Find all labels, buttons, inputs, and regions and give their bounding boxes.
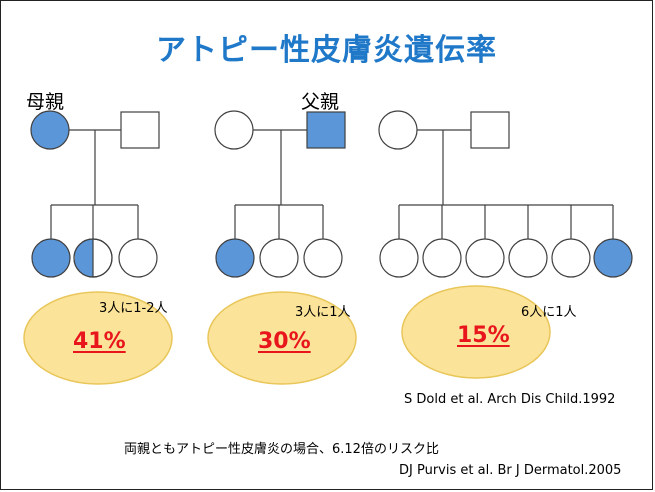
percent-none: 15%	[457, 323, 510, 348]
percent-mother: 41%	[73, 329, 126, 354]
father-symbol	[120, 111, 160, 149]
child-unaffected	[118, 238, 158, 278]
mother-symbol-affected	[30, 110, 70, 150]
child-unaffected	[303, 238, 343, 278]
ratio-mother: 3人に1-2人	[99, 301, 168, 316]
father-label: 父親	[301, 91, 340, 113]
ratio-father: 3人に1人	[295, 305, 351, 320]
child-unaffected	[551, 238, 591, 278]
mother-label: 母親	[26, 91, 65, 113]
father-symbol-affected	[306, 111, 346, 149]
child-unaffected	[508, 238, 548, 278]
mother-symbol	[214, 110, 254, 150]
citation-dold: S Dold et al. Arch Dis Child.1992	[404, 392, 616, 407]
child-affected	[215, 238, 255, 278]
father-symbol	[470, 111, 510, 149]
pedigree-mother-affected	[30, 110, 160, 278]
child-affected	[593, 238, 633, 278]
child-unaffected	[465, 238, 505, 278]
mother-symbol	[378, 110, 418, 150]
child-unaffected	[379, 238, 419, 278]
percent-father: 30%	[258, 329, 311, 354]
risk-ratio-note: 両親ともアトピー性皮膚炎の場合、6.12倍のリスク比	[124, 442, 439, 457]
child-affected	[31, 238, 71, 278]
child-unaffected	[259, 238, 299, 278]
result-ellipse-father	[207, 291, 357, 385]
citation-purvis: DJ Purvis et al. Br J Dermatol.2005	[399, 463, 622, 478]
result-ellipse-none	[401, 285, 551, 379]
pedigree-no-parent-affected	[378, 110, 633, 278]
ratio-none: 6人に1人	[521, 305, 577, 320]
result-ellipse-mother	[23, 291, 173, 385]
pedigree-father-affected	[214, 110, 346, 278]
slide-title: アトピー性皮膚炎遺伝率	[156, 33, 497, 68]
child-unaffected	[422, 238, 462, 278]
